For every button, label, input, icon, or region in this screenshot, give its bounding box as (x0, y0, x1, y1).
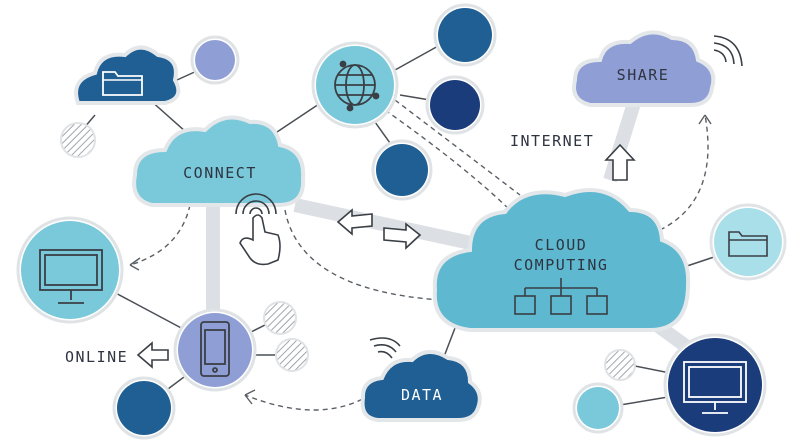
up-arrow-icon (604, 143, 636, 181)
folder-cloud (74, 45, 181, 105)
globe-node (311, 41, 399, 129)
node-circle-fill (577, 387, 619, 429)
monitor-icon (39, 249, 103, 304)
dashed-connectors (129, 99, 709, 411)
touch-hand-icon (235, 193, 281, 266)
internet-label: INTERNET (510, 132, 594, 150)
smartphone-node (173, 308, 257, 392)
connect-cloud: CONNECT (132, 115, 306, 207)
globe-icon (334, 60, 380, 112)
cloud-computing-label-line2: COMPUTING (514, 256, 609, 274)
wifi-icon (369, 337, 401, 359)
node-circle-fill (438, 8, 492, 62)
node-circle-fill (430, 80, 480, 130)
cloud-computing-label-line1: CLOUD (535, 236, 588, 254)
folder-icon (728, 231, 768, 257)
hatched-node (263, 301, 297, 335)
folder-node (709, 203, 787, 281)
folder-icon (102, 71, 143, 96)
data-label: DATA (401, 386, 443, 404)
hatched-node (604, 349, 636, 381)
hierarchy-icon (514, 278, 608, 315)
cloud-computing-cloud: CLOUD COMPUTING (432, 188, 691, 332)
connect-label: CONNECT (183, 164, 257, 182)
data-cloud: DATA (360, 350, 482, 422)
hatched-node (60, 122, 96, 158)
share-label: SHARE (617, 66, 670, 84)
node-circle-fill (195, 40, 235, 80)
monitor-icon (683, 361, 747, 414)
node-circle-fill (376, 144, 428, 196)
arrowhead (244, 389, 256, 405)
online-label: ONLINE (65, 348, 128, 366)
smartphone-icon (200, 321, 230, 377)
node-circle-fill (117, 381, 171, 435)
share-cloud: SHARE (572, 30, 716, 107)
arrow-icon (336, 208, 422, 250)
monitor-node-left (16, 216, 124, 324)
arrowhead (698, 114, 712, 125)
hatched-node (275, 338, 309, 372)
left-arrow-icon (136, 341, 169, 369)
monitor-node-right (663, 333, 767, 437)
wifi-icon (713, 35, 743, 67)
arrowhead (129, 257, 141, 271)
